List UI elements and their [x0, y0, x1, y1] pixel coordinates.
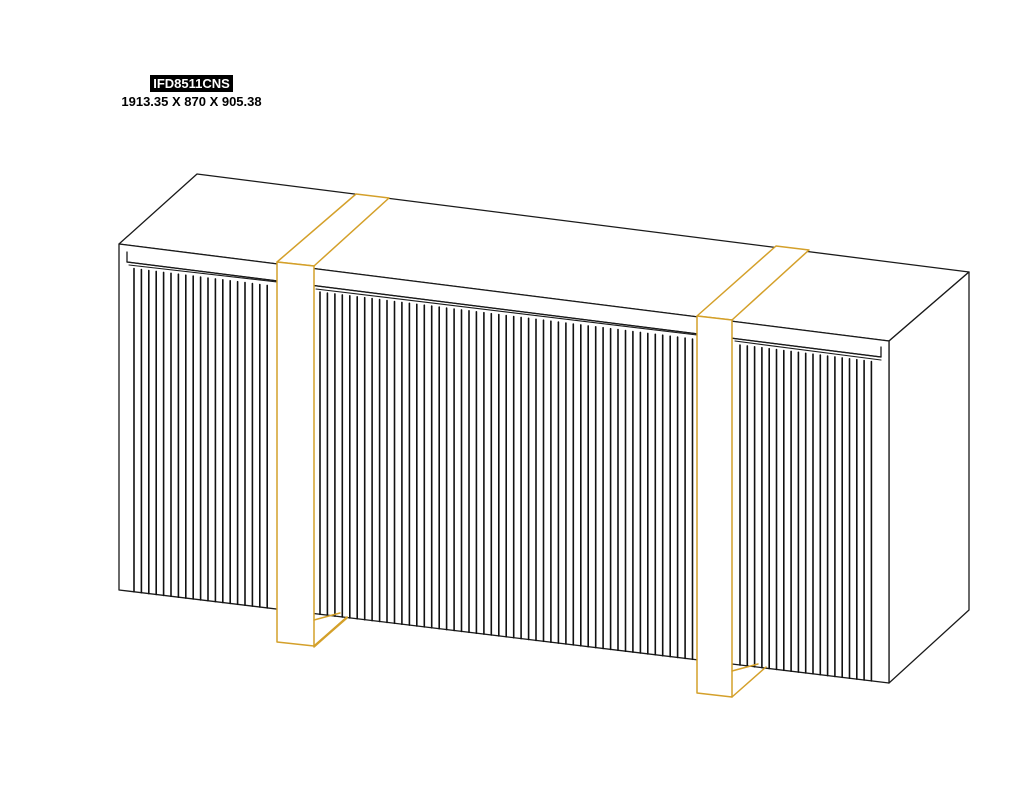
model-code: IFD8511CNS [150, 75, 233, 92]
gold-band-left [276, 193, 390, 648]
dimensions-text: 1913.35 X 870 X 905.38 [121, 94, 262, 109]
front-top-trim-lower [126, 261, 882, 358]
gold-band-right-front [696, 315, 733, 698]
door-panel-left-flutes [133, 267, 269, 609]
cabinet-right-side [888, 271, 970, 684]
gold-band-left-front [276, 261, 315, 647]
door-panel-outlines [128, 264, 882, 361]
gold-band-right [696, 245, 810, 698]
product-label: IFD8511CNS 1913.35 X 870 X 905.38 [104, 75, 279, 110]
door-panel-center-flutes [319, 291, 694, 661]
door-panel-right-flutes [739, 344, 873, 682]
